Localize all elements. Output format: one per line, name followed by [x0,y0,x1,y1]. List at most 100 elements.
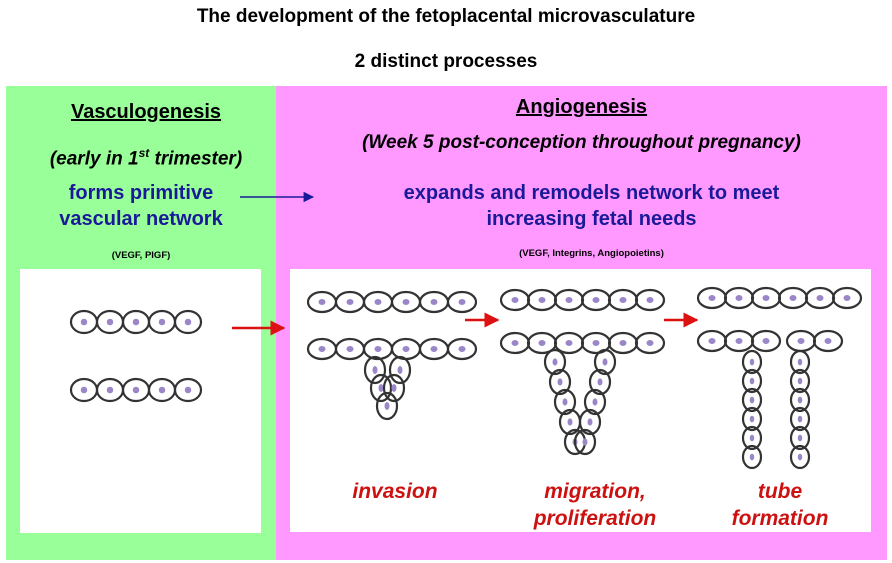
endothelial-cell [363,355,387,385]
endothelial-cell [548,368,572,396]
cell-nucleus [602,358,608,366]
endothelial-cell [789,349,811,375]
cell-nucleus [735,338,743,344]
cell-nucleus [824,338,832,344]
cell-nucleus [397,366,403,374]
cell-nucleus [511,340,519,346]
cell-nucleus [430,346,438,352]
cell-nucleus [646,297,654,303]
cell-nucleus [80,318,88,326]
endothelial-cell [789,444,811,470]
cell-nucleus [184,386,192,394]
cell-nucleus [557,378,563,386]
endothelial-cell [375,391,399,421]
cell-nucleus [565,340,573,346]
endothelial-cell [789,425,811,451]
cell-nucleus [511,297,519,303]
cell-nucleus [797,377,803,385]
endothelial-cell [741,406,763,432]
cell-nucleus [384,402,390,410]
endothelial-cell [382,373,406,403]
cell-nucleus [797,358,803,366]
cell-nucleus [797,338,805,344]
vasculogenesis-timing: (early in 1st trimester) [49,146,243,170]
cell-nucleus [565,297,573,303]
endothelial-cell [543,348,567,376]
cell-nucleus [158,386,166,394]
endothelial-cell [741,349,763,375]
cell-nucleus [749,453,755,461]
vasculogenesis-factors: (VEGF, PIGF) [111,250,171,261]
cell-nucleus [402,346,410,352]
endothelial-cell [831,286,863,310]
cell-nucleus [346,299,354,305]
angiogenesis-illustration-box [290,269,871,532]
cell-nucleus [797,453,803,461]
cell-nucleus [552,358,558,366]
cell-nucleus [749,377,755,385]
endothelial-cell [173,309,203,335]
cell-nucleus [184,318,192,326]
cell-nucleus [797,396,803,404]
endothelial-cell [789,387,811,413]
endothelial-cell [812,329,844,353]
cell-nucleus [592,297,600,303]
cell-nucleus [749,396,755,404]
cell-nucleus [80,386,88,394]
cell-nucleus [597,378,603,386]
cell-nucleus [402,299,410,305]
cell-nucleus [789,295,797,301]
endothelial-cell [789,368,811,394]
angiogenesis-factors: (VEGF, Integrins, Angiopoietins) [519,248,664,259]
cell-nucleus [458,299,466,305]
endothelial-cell [634,331,666,355]
stage-label-migration: migration,proliferation [533,480,657,530]
page-title: The development of the fetoplacental mic… [196,6,696,27]
cell-nucleus [646,340,654,346]
cell-nucleus [372,366,378,374]
cell-nucleus [749,415,755,423]
endothelial-cell [446,337,478,361]
cell-nucleus [106,318,114,326]
cell-nucleus [391,384,397,392]
cell-nucleus [762,338,770,344]
cell-nucleus [106,386,114,394]
endothelial-cell [583,388,607,416]
cell-nucleus [132,318,140,326]
endothelial-cell [593,348,617,376]
cell-nucleus [567,418,573,426]
endothelial-cell [553,388,577,416]
angiogenesis-description: expands and remodels network to meet inc… [403,182,780,230]
angiogenesis-timing: (Week 5 post-conception throughout pregn… [362,132,801,153]
cell-nucleus [582,438,588,446]
cell-nucleus [374,346,382,352]
cell-nucleus [619,340,627,346]
cell-nucleus [430,299,438,305]
cell-nucleus [132,386,140,394]
cell-nucleus [708,338,716,344]
endothelial-cell [634,288,666,312]
endothelial-cell [388,355,412,385]
cell-nucleus [735,295,743,301]
cell-nucleus [592,340,600,346]
cell-nucleus [797,434,803,442]
vasculogenesis-heading: Vasculogenesis [70,101,222,123]
cell-nucleus [843,295,851,301]
stage-label-invasion: invasion [352,480,438,503]
cell-nucleus [587,418,593,426]
cell-nucleus [708,295,716,301]
endothelial-cell [173,377,203,403]
cell-nucleus [797,415,803,423]
cell-nucleus [749,358,755,366]
endothelial-cell [789,406,811,432]
cell-nucleus [318,346,326,352]
endothelial-cell [741,368,763,394]
endothelial-cell [741,425,763,451]
endothelial-cell [750,329,782,353]
vasculogenesis-description: forms primitive vascular network [59,182,223,230]
cell-nucleus [378,384,384,392]
cell-nucleus [538,340,546,346]
cell-nucleus [562,398,568,406]
endothelial-cell [741,444,763,470]
